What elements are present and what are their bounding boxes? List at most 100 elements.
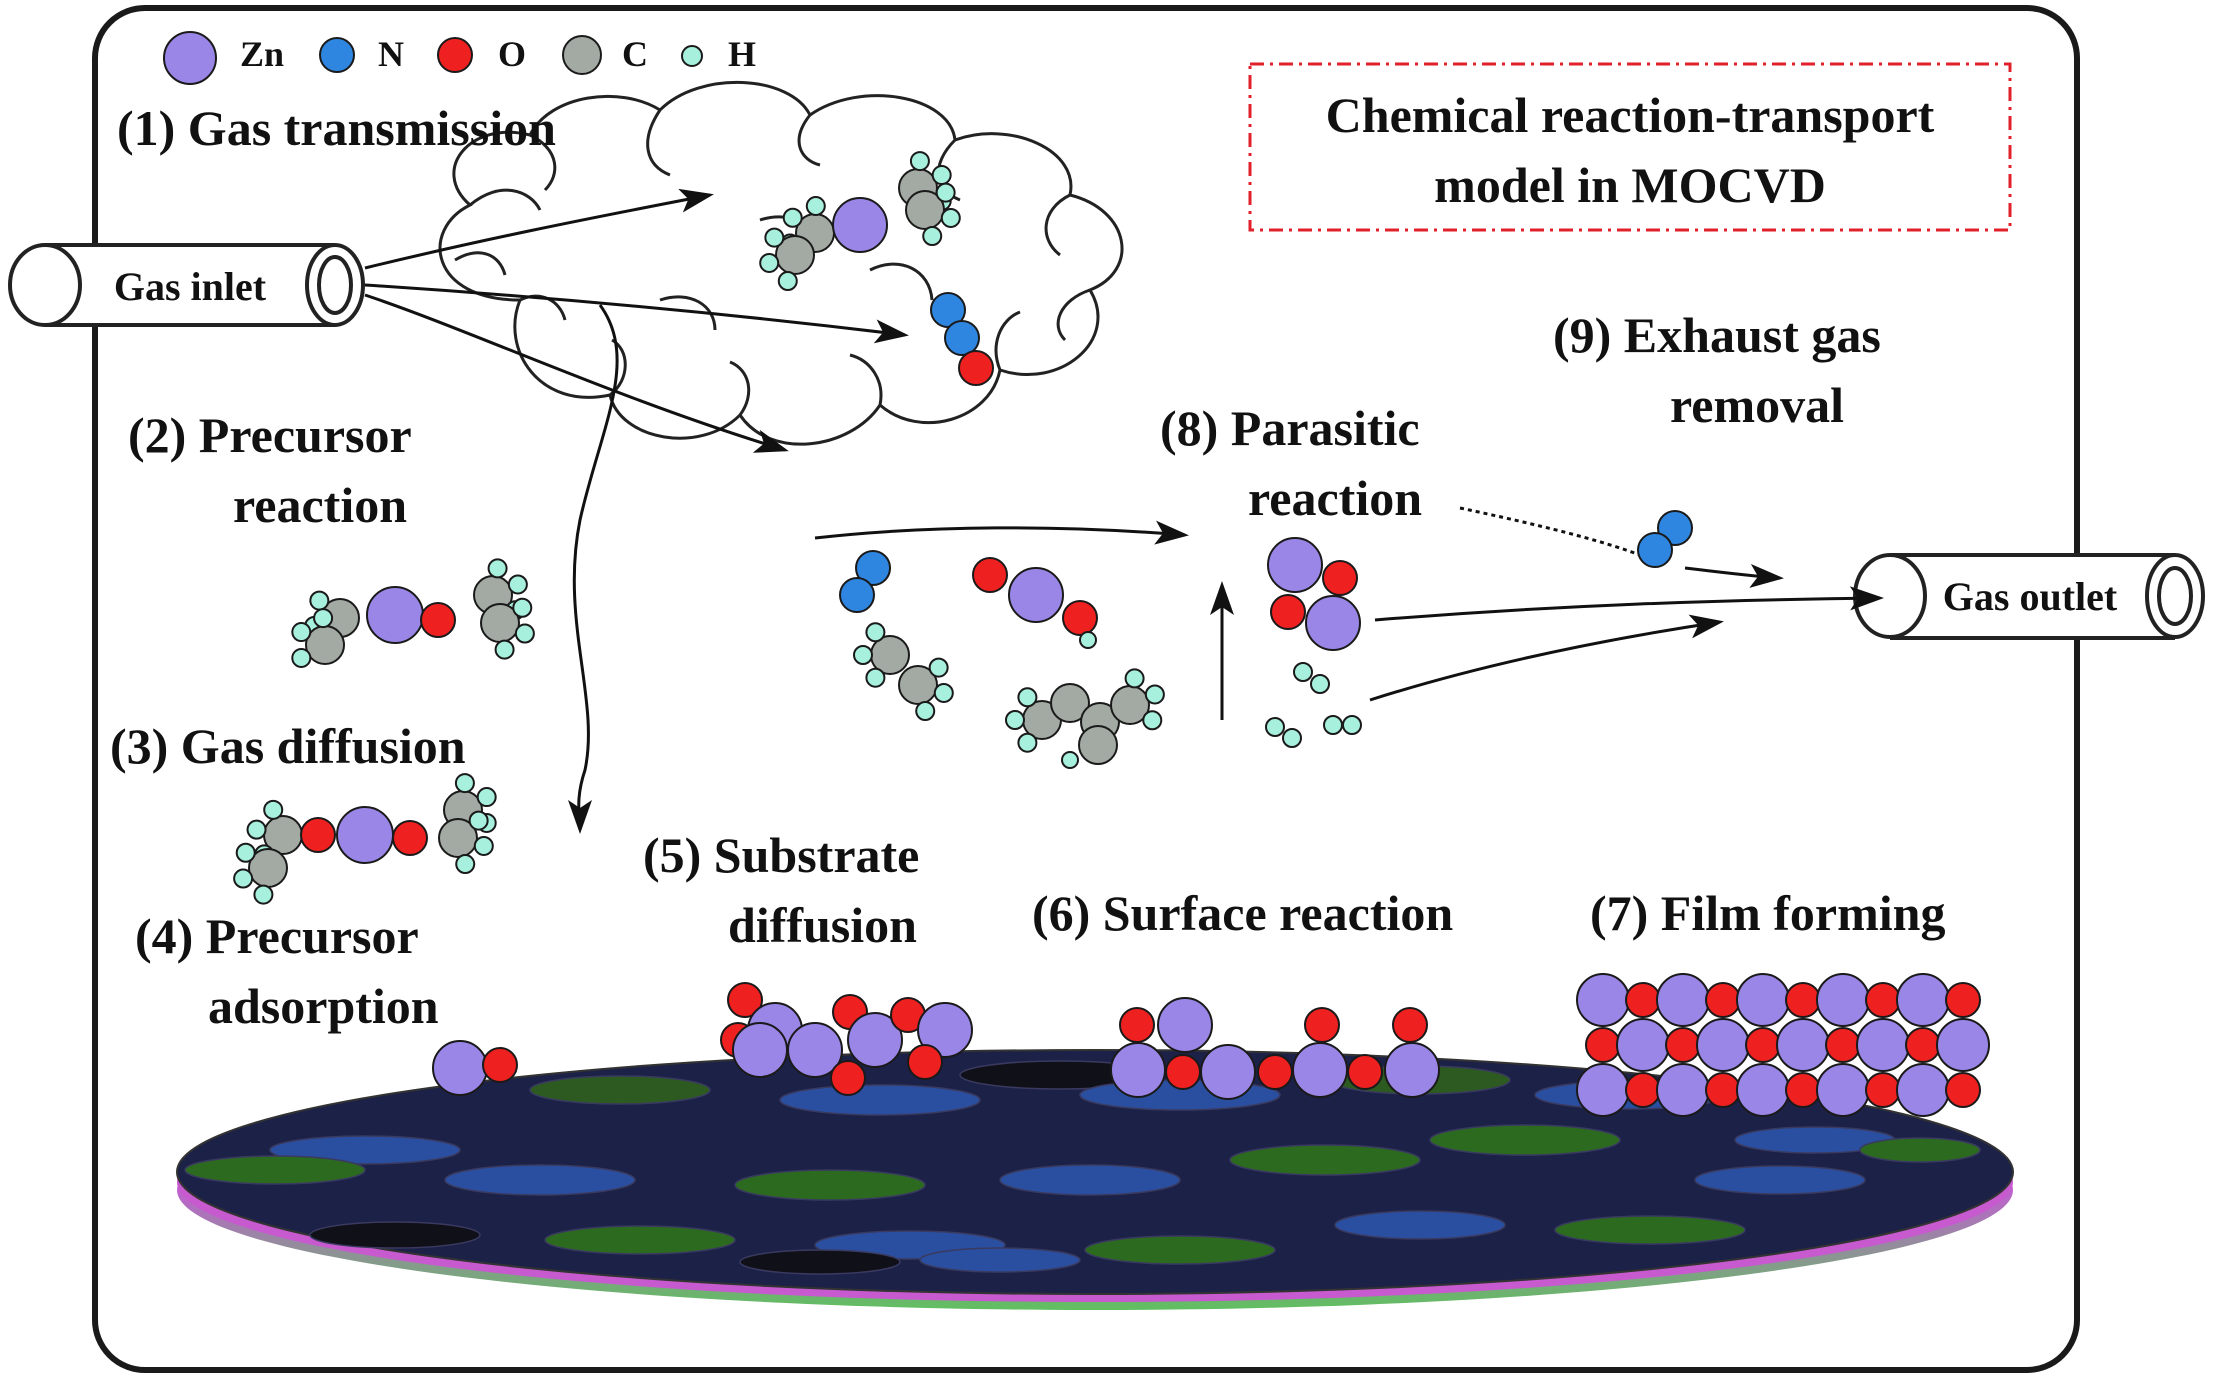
h-atom <box>1017 732 1038 753</box>
o-atom <box>1905 1027 1941 1063</box>
legend-n-swatch <box>319 37 355 73</box>
legend-c-label: C <box>622 34 648 74</box>
h-atom <box>263 799 284 820</box>
h-atom <box>922 226 943 247</box>
h-atom <box>1323 715 1343 735</box>
n-atom <box>855 550 891 586</box>
legend-zn-label: Zn <box>240 34 284 74</box>
o-atom <box>830 1060 866 1096</box>
c-atom <box>898 665 938 705</box>
c-atom <box>1078 725 1118 765</box>
zn-atom <box>847 1012 903 1068</box>
zn-atom <box>366 586 424 644</box>
h-atom <box>454 773 475 794</box>
h-atom <box>291 647 312 668</box>
h-atom <box>928 657 949 678</box>
gas-outlet-pipe-icon <box>1853 553 2205 640</box>
zn-atom <box>732 1022 788 1078</box>
substrate-well <box>444 1164 636 1196</box>
zn-atom <box>1200 1044 1256 1100</box>
legend-c-swatch <box>562 35 602 75</box>
h-atom <box>246 819 267 840</box>
o-atom <box>1304 1007 1340 1043</box>
h-atom <box>805 196 826 217</box>
h-atom <box>782 207 803 228</box>
h-atom <box>455 854 476 875</box>
c-atom <box>775 235 815 275</box>
o-atom <box>300 817 336 853</box>
o-atom <box>1270 594 1306 630</box>
o-atom <box>1119 1007 1155 1043</box>
substrate-well <box>309 1221 481 1249</box>
molecule-icon <box>972 557 1098 649</box>
o-atom <box>1347 1054 1383 1090</box>
legend-h-swatch <box>681 45 703 67</box>
h-atom <box>512 597 533 618</box>
zn-atom <box>1816 1063 1870 1117</box>
o-atom <box>1785 1072 1821 1108</box>
step-4-label-line2: adsorption <box>208 978 439 1034</box>
zn-atom <box>1110 1042 1166 1098</box>
step-9-label-line1: (9) Exhaust gas <box>1553 307 1881 363</box>
arrow-icon <box>567 304 619 834</box>
molecule-icon <box>853 622 954 722</box>
o-atom <box>1945 982 1981 1018</box>
substrate-wafer-icon <box>176 1049 2014 1310</box>
h-atom <box>940 207 961 228</box>
title-line-1: Chemical reaction-transport <box>1326 87 1935 143</box>
h-atom <box>1282 728 1302 748</box>
zn-atom <box>1008 567 1064 623</box>
h-atom <box>935 182 956 203</box>
substrate-well <box>779 1084 981 1116</box>
arrow-icon <box>364 283 909 344</box>
molecule-icon <box>759 151 961 292</box>
step-8-label-line1: (8) Parasitic <box>1160 400 1420 456</box>
zn-atom <box>1736 1063 1790 1117</box>
molecules <box>233 151 1990 1117</box>
substrate-well <box>1084 1235 1276 1265</box>
legend-o-swatch <box>437 37 473 73</box>
substrate-well <box>544 1225 736 1255</box>
o-atom <box>1865 982 1901 1018</box>
o-atom <box>1062 600 1098 636</box>
o-atom <box>1745 1027 1781 1063</box>
zn-atom <box>1305 595 1361 651</box>
substrate-well <box>1554 1215 1746 1245</box>
molecule-icon <box>291 558 535 668</box>
step-1-label: (1) Gas transmission <box>117 100 556 156</box>
substrate-well <box>1859 1137 1981 1163</box>
h-atom <box>1144 684 1165 705</box>
h-atom <box>494 639 515 660</box>
molecule-icon <box>720 982 973 1096</box>
zn-atom <box>1157 997 1213 1053</box>
step-6-label: (6) Surface reaction <box>1032 885 1453 941</box>
molecule-icon <box>1637 510 1693 568</box>
gas-inlet-label: Gas inlet <box>114 264 267 309</box>
substrate-well <box>999 1164 1181 1196</box>
h-atom <box>473 835 494 856</box>
o-atom <box>1945 1072 1981 1108</box>
zn-atom <box>336 806 394 864</box>
h-atom <box>759 252 780 273</box>
o-atom <box>1665 1027 1701 1063</box>
substrate-well <box>919 1247 1081 1273</box>
molecule-icon <box>1267 537 1361 651</box>
zn-atom <box>432 1040 488 1096</box>
c-atom <box>905 190 945 230</box>
h-atom <box>1079 631 1097 649</box>
h-atom <box>313 608 334 629</box>
c-atom <box>1050 683 1090 723</box>
h-atom <box>853 645 873 665</box>
legend-o-label: O <box>498 34 526 74</box>
zn-atom <box>1816 973 1870 1027</box>
step-3-label: (3) Gas diffusion <box>110 718 466 774</box>
h-atom <box>909 151 930 172</box>
h-atom <box>764 227 785 248</box>
legend-n-label: N <box>378 34 404 74</box>
zn-atom <box>1776 1018 1830 1072</box>
o-atom <box>1585 1027 1621 1063</box>
substrate-well <box>1229 1144 1421 1176</box>
h-atom <box>235 842 256 863</box>
substrate-well <box>734 1169 926 1201</box>
